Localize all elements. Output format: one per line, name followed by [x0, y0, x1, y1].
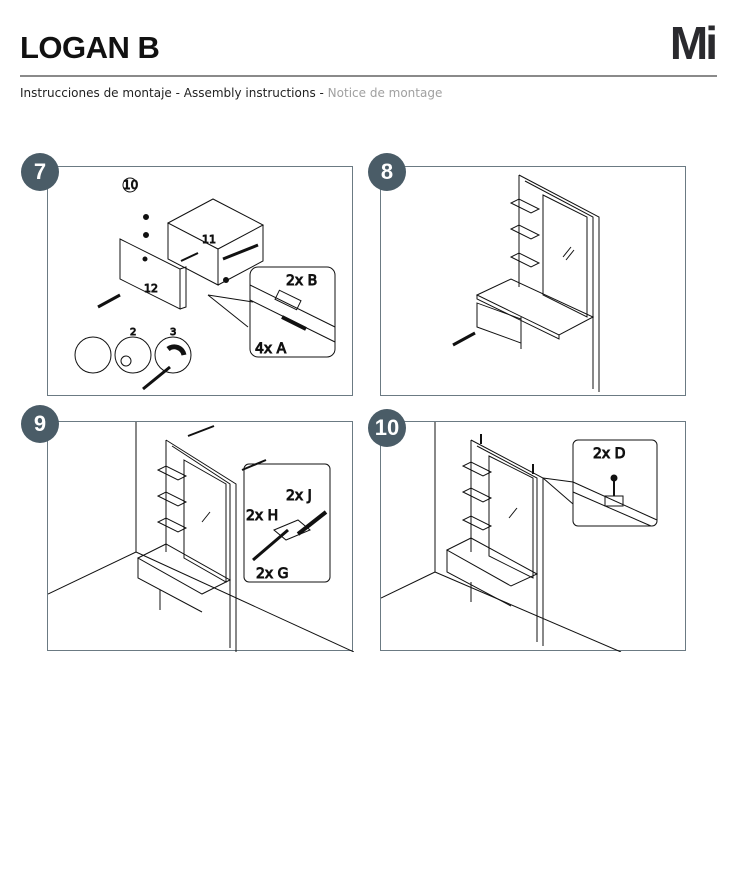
step-10-panel: 2x D — [380, 421, 686, 652]
brand-logo: Mi — [669, 17, 718, 69]
step-7-panel: 10 11 12 2x B 4x A 2 3 — [47, 166, 353, 396]
callout-2x-h: 2x H — [246, 508, 278, 524]
step-8-panel — [380, 166, 686, 396]
substep-3: 3 — [170, 327, 176, 338]
subtitle-fr: Notice de montage — [327, 86, 443, 100]
callout-2x-b: 2x B — [286, 273, 317, 289]
step-9-panel: 2x J 2x H 2x G — [47, 421, 354, 652]
subtitle-en: Assembly instructions — [183, 86, 316, 100]
part-label-12: 12 — [144, 282, 158, 295]
subtitle: Instrucciones de montaje - Assembly inst… — [20, 86, 442, 100]
wall-anchor-illustration: 2x J 2x H 2x G — [48, 422, 354, 652]
vanity-with-drawer-illustration — [452, 174, 600, 392]
subtitle-es: Instrucciones de montaje — [20, 86, 172, 100]
document-title: LOGAN B — [20, 30, 160, 65]
part-label-11: 11 — [202, 233, 216, 246]
separator: - — [315, 86, 328, 100]
step-number-badge: 7 — [21, 153, 59, 191]
step-number-badge: 10 — [368, 409, 406, 447]
wall-fixing-illustration: 2x D — [381, 422, 658, 652]
drawer-assembly-illustration: 10 11 12 2x B 4x A 2 3 — [74, 177, 336, 391]
callout-4x-a: 4x A — [255, 341, 287, 357]
callout-2x-j: 2x J — [286, 488, 312, 504]
substep-2: 2 — [130, 327, 136, 338]
callout-2x-g: 2x G — [256, 566, 289, 582]
header-divider — [20, 75, 717, 77]
part-label-10: 10 — [123, 178, 138, 192]
step-number-badge: 9 — [21, 405, 59, 443]
step-number-badge: 8 — [368, 153, 406, 191]
callout-2x-d: 2x D — [593, 446, 625, 462]
separator: - — [171, 86, 184, 100]
